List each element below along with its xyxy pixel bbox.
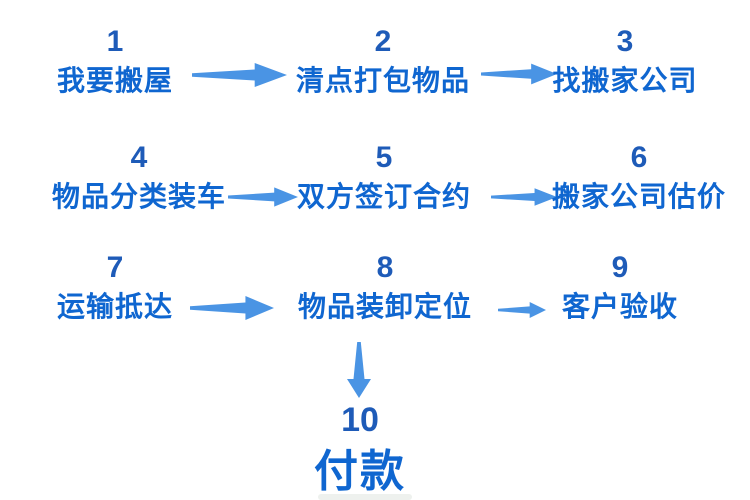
step-1: 1 我要搬屋	[5, 27, 225, 97]
arrow-right-icon	[491, 186, 557, 208]
arrow-right-icon	[498, 300, 546, 320]
step-number: 1	[106, 25, 124, 58]
step-label: 运输抵达	[56, 291, 173, 322]
step-2: 2 清点打包物品	[273, 27, 493, 97]
arrow-right-icon	[192, 60, 287, 90]
step-number: 4	[130, 141, 148, 174]
step-label: 客户验收	[561, 291, 678, 322]
step-3: 3 找搬家公司	[515, 27, 735, 97]
step-number: 10	[341, 401, 379, 439]
arrow-right-icon	[228, 185, 298, 209]
step-label: 我要搬屋	[56, 65, 173, 96]
arrow-right-icon	[481, 61, 557, 87]
step-number: 2	[374, 25, 392, 58]
step-label: 物品分类装车	[51, 181, 226, 212]
step-label: 双方签订合约	[296, 181, 471, 212]
step-label: 找搬家公司	[552, 65, 698, 96]
step-8: 8 物品装卸定位	[275, 253, 495, 323]
step-4: 4 物品分类装车	[29, 143, 249, 213]
step-6: 6 搬家公司估价	[529, 143, 749, 213]
arrow-down-icon	[344, 342, 374, 398]
step-9: 9 客户验收	[510, 253, 730, 323]
step-5: 5 双方签订合约	[274, 143, 494, 213]
step-number: 9	[611, 251, 629, 284]
step-number: 7	[106, 251, 124, 284]
step-7: 7 运输抵达	[5, 253, 225, 323]
step-number: 6	[630, 141, 648, 174]
step-label: 清点打包物品	[295, 65, 470, 96]
cropped-bottom-artifact	[318, 494, 412, 500]
step-number: 8	[376, 251, 394, 284]
step-label: 搬家公司估价	[551, 181, 726, 212]
step-number: 3	[616, 25, 634, 58]
step-10: 10 付款	[250, 403, 470, 498]
arrow-right-icon	[190, 293, 274, 323]
step-label: 物品装卸定位	[297, 291, 472, 322]
step-number: 5	[375, 141, 393, 174]
step-label: 付款	[314, 447, 406, 496]
